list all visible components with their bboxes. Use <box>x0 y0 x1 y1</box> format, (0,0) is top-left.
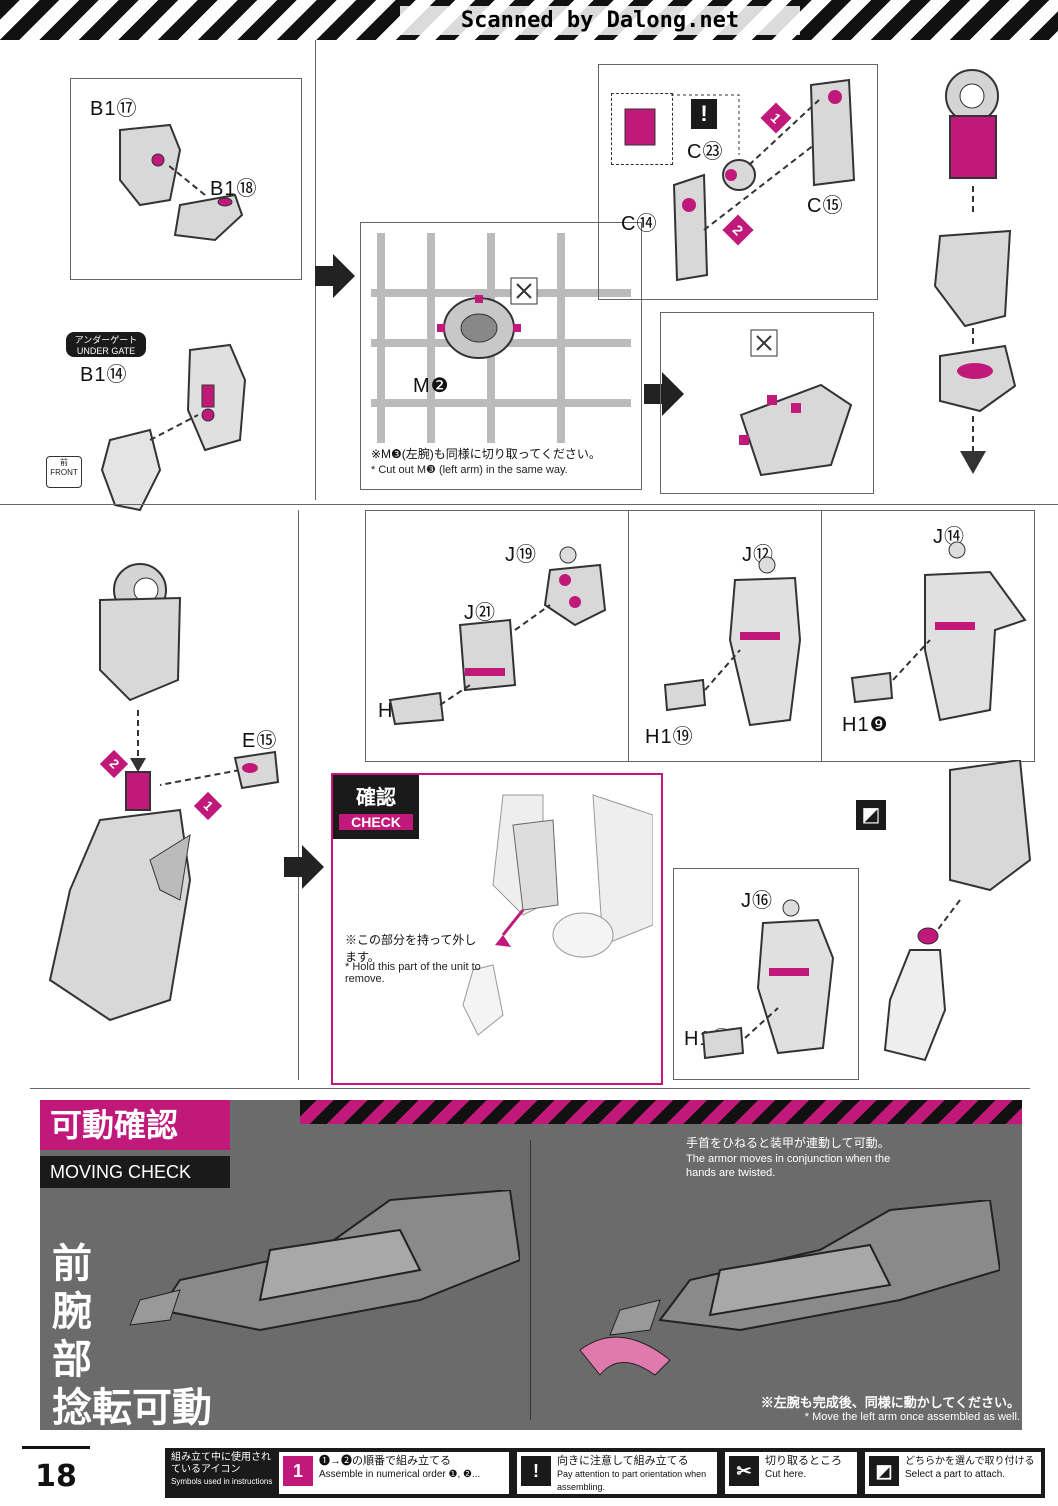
step3-assembly-panel: ! C㉓ C⑭ C⑮ 1 2 <box>598 64 878 300</box>
legend-cut-text: 切り取るところ Cut here. <box>765 1455 842 1481</box>
step4-parts-illustration <box>48 563 280 1022</box>
step3-forearm-illustration <box>933 69 1017 474</box>
legend-title: 組み立て中に使用されているアイコン Symbols used in instru… <box>171 1452 275 1488</box>
under-gate-badge: アンダーゲート UNDER GATE <box>66 332 146 357</box>
legend-select-icon: ◩ <box>869 1456 899 1486</box>
check-badge-en: CHECK <box>339 814 413 830</box>
front-icon: 前 FRONT <box>46 456 82 488</box>
label-b1-18: B1⑱ <box>210 178 258 200</box>
hands-panel <box>365 510 1035 762</box>
moving-check-section: 可動確認 MOVING CHECK 前 腕 部 捻転可動 手首をひねると装甲が連… <box>40 1100 1022 1432</box>
forearm-twist-line-2: 腕 <box>52 1289 92 1335</box>
hands-divider-2 <box>821 511 822 761</box>
j16-panel <box>673 868 859 1080</box>
moving-callout: 手首をひねると装甲が連動して可動。 The armor moves in con… <box>686 1136 896 1180</box>
legend-select-text: どちらかを選んで取り付ける Select a part to attach. <box>905 1455 1035 1481</box>
legend-cut-icon: ✂ <box>729 1456 759 1486</box>
check-note-en: * Hold this part of the unit to remove. <box>345 961 481 985</box>
step4-area: E⑮ 2 1 <box>0 510 299 1080</box>
legend-orientation-en: Pay attention to part orientation when a… <box>557 1469 707 1492</box>
label-c23: C㉓ <box>687 141 724 163</box>
select-icon: ◩ <box>856 800 886 830</box>
label-e15: E⑮ <box>242 730 278 752</box>
forearm-twist-line-1: 前 <box>52 1241 92 1287</box>
forearm-twist-line-3: 部 <box>52 1337 92 1383</box>
label-b1-17: B1⑰ <box>90 98 138 120</box>
step1-sub-callout <box>70 78 302 280</box>
moving-bottom-en: * Move the left arm once assembled as we… <box>804 1411 1020 1423</box>
cut-parts-illustration <box>739 329 853 477</box>
page-number: 18 <box>22 1446 90 1505</box>
under-gate-en: UNDER GATE <box>76 346 136 356</box>
legend-orientation-icon: ! <box>521 1456 551 1486</box>
moving-bottom-note: ※左腕も完成後、同様に動かしてください。 * Move the left arm… <box>752 1392 1020 1423</box>
hands-divider-1 <box>628 511 629 761</box>
label-h1-9: H1❾ <box>842 714 889 736</box>
legend-orientation-jp: 向きに注意して組み立てる <box>557 1455 689 1467</box>
hands-illustration <box>388 541 1027 727</box>
check-badge: 確認 CHECK <box>333 775 419 839</box>
legend-select-jp: どちらかを選んで取り付ける <box>905 1456 1035 1467</box>
orientation-sub-box <box>611 93 673 165</box>
step1-area: B1⑰ B1⑱ アンダーゲート UNDER GATE B1⑭ 前 FRONT <box>0 40 316 512</box>
legend-cut-en: Cut here. <box>765 1469 807 1480</box>
moving-callout-en: The armor moves in conjunction when the … <box>686 1153 891 1179</box>
attention-icon: ! <box>691 99 717 129</box>
label-j19: J⑲ <box>505 544 537 566</box>
moving-check-title-jp: 可動確認 <box>40 1100 230 1150</box>
check-panel: 確認 CHECK ※この部分を持って外します。 * Hold this part… <box>331 773 663 1085</box>
moving-check-title-en: MOVING CHECK <box>40 1156 230 1188</box>
moving-check-divider <box>530 1140 531 1420</box>
check-note-jp: ※この部分を持って外します。 <box>345 933 477 964</box>
j16-hand-illustration <box>701 899 835 1060</box>
legend-order-en: Assemble in numerical order ❶, ❷... <box>319 1469 481 1480</box>
front-icon-jp: 前 <box>60 458 68 467</box>
icon-legend: 組み立て中に使用されているアイコン Symbols used in instru… <box>165 1448 1045 1498</box>
step3-parts-illustration <box>624 78 856 282</box>
moving-bottom-jp: ※左腕も完成後、同様に動かしてください。 <box>760 1395 1020 1410</box>
scan-watermark: Scanned by Dalong.net <box>400 6 800 35</box>
legend-item-select: ◩ どちらかを選んで取り付ける Select a part to attach. <box>865 1452 1041 1494</box>
legend-title-jp: 組み立て中に使用されているアイコン <box>171 1452 271 1475</box>
label-h1-19: H1⑲ <box>645 726 694 748</box>
check-badge-jp: 確認 <box>356 787 396 809</box>
moving-check-stripe <box>300 1100 1022 1124</box>
legend-title-en: Symbols used in instructions <box>171 1477 273 1486</box>
forearm-twist-line-4: 捻転可動 <box>52 1385 212 1431</box>
legend-item-orientation: ! 向きに注意して組み立てる Pay attention to part ori… <box>517 1452 717 1494</box>
check-illustration <box>462 794 653 1036</box>
runner-illustration <box>371 233 631 443</box>
label-c15: C⑮ <box>807 195 844 217</box>
step-arrow-2 <box>644 372 684 416</box>
label-j21: J㉑ <box>464 602 496 624</box>
front-icon-en: FRONT <box>50 468 78 477</box>
legend-order-icon: 1 <box>283 1456 313 1486</box>
label-m2: M❷ <box>413 375 450 397</box>
step2-note-jp: ※M❸(左腕)も同様に切り取ってください。 <box>371 447 601 461</box>
step2-cut-panel <box>660 312 874 494</box>
wrist-forearm-illustration <box>883 760 1032 1062</box>
label-j16: J⑯ <box>741 890 773 912</box>
row-divider-2 <box>30 1088 1030 1089</box>
step2-runner-panel: M❷ ※M❸(左腕)も同様に切り取ってください。 * Cut out M❸ (l… <box>360 222 642 490</box>
legend-order-text: ❶→❷の順番で組み立てる Assemble in numerical order… <box>319 1455 480 1481</box>
legend-cut-jp: 切り取るところ <box>765 1455 842 1467</box>
row-divider-1 <box>0 504 1058 505</box>
legend-orientation-text: 向きに注意して組み立てる Pay attention to part orien… <box>557 1455 717 1494</box>
forearm-twist-heading: 前 腕 部 捻転可動 <box>52 1240 212 1432</box>
step2-note-en: * Cut out M❸ (left arm) in the same way. <box>371 464 568 476</box>
label-b1-14: B1⑭ <box>80 364 128 386</box>
step1-parts-illustration <box>100 123 247 512</box>
step-arrow-1 <box>315 254 355 298</box>
legend-item-cut: ✂ 切り取るところ Cut here. <box>725 1452 857 1494</box>
step-arrow-3 <box>284 845 324 889</box>
moving-arm-right-illustration <box>579 1200 1000 1376</box>
moving-callout-jp: 手首をひねると装甲が連動して可動。 <box>686 1136 890 1150</box>
label-c14: C⑭ <box>621 213 658 235</box>
moving-arm-left-illustration <box>129 1190 520 1332</box>
under-gate-jp: アンダーゲート <box>74 335 138 345</box>
legend-select-en: Select a part to attach. <box>905 1469 1006 1480</box>
legend-item-order: 1 ❶→❷の順番で組み立てる Assemble in numerical ord… <box>279 1452 509 1494</box>
legend-order-jp: ❶→❷の順番で組み立てる <box>319 1455 451 1467</box>
